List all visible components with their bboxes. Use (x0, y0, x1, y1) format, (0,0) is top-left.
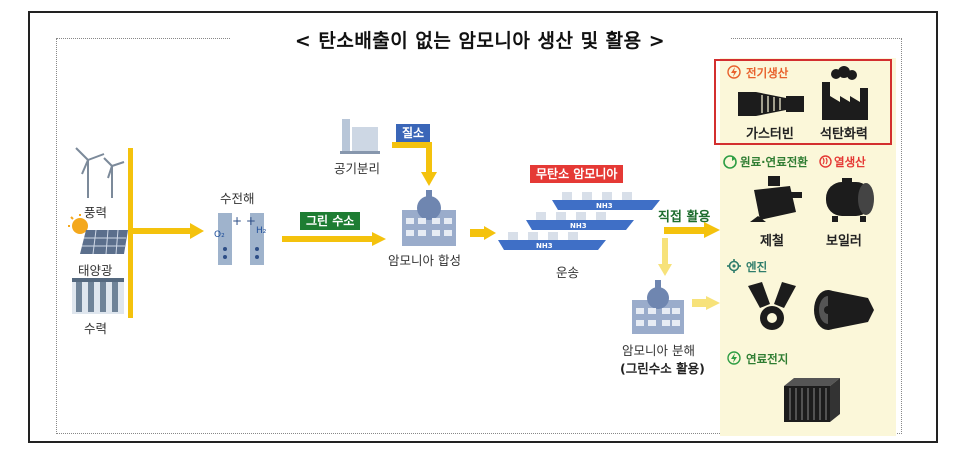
air-separation-icon (340, 119, 380, 154)
ammonia-ship-3: NH3 (498, 232, 606, 250)
fuel-conversion-header: 원료·연료전환 (740, 155, 808, 169)
steel-label: 제철 (760, 234, 784, 249)
ammonia-ship-fleet: NH3 NH3 NH3 (498, 192, 660, 250)
lightning-icon (727, 65, 741, 79)
decomposition-sublabel: (그린수소 활용) (620, 361, 705, 376)
source-bracket (128, 148, 204, 318)
synthesis-label: 암모니아 합성 (388, 253, 461, 268)
electrolysis-icon: O₂ H₂ + + (214, 213, 267, 265)
svg-text:+ +: + + (232, 214, 256, 228)
arrow-decomposition-to-uses (692, 296, 720, 310)
electrolysis-label: 수전해 (220, 191, 255, 206)
ammonia-ship-2: NH3 (526, 212, 634, 230)
solar-panel-icon (68, 214, 128, 255)
synthesis-plant-icon (402, 190, 456, 246)
direct-use-label: 직접 활용 (658, 210, 711, 225)
oxygen-mark: O₂ (214, 230, 225, 240)
heat-icon (819, 155, 832, 168)
hydro-dam-icon (72, 278, 124, 314)
decomposition-plant-icon (632, 280, 684, 334)
transport-label: 운송 (556, 265, 580, 280)
wind-turbine-icon (75, 147, 125, 198)
green-hydrogen-tag: 그린 수소 (300, 212, 361, 230)
decomposition-label: 암모니아 분해 (622, 343, 695, 358)
fuel-cell-header: 연료전지 (746, 352, 789, 366)
arrow-to-synthesis (282, 232, 386, 246)
arrow-direct-use (664, 222, 720, 238)
engine-piston-icon (748, 282, 796, 330)
coal-plant-label: 석탄화력 (820, 127, 868, 142)
boiler-icon (826, 178, 874, 222)
heat-production-header: 열생산 (834, 155, 866, 169)
ship-label-2: NH3 (570, 222, 587, 230)
ammonia-ship-1: NH3 (552, 192, 660, 210)
uses-panel (720, 58, 896, 436)
carbon-free-ammonia-tag: 무탄소 암모니아 (530, 165, 624, 183)
ship-label-3: NH3 (536, 242, 553, 250)
boiler-label: 보일러 (826, 234, 862, 249)
fuel-cell-lightning-icon (727, 351, 741, 365)
recycle-icon (723, 155, 737, 169)
gas-turbine-icon (738, 92, 804, 116)
coal-plant-icon (822, 66, 868, 120)
power-highlight-box (714, 59, 892, 145)
ship-label-1: NH3 (596, 202, 613, 210)
gas-turbine-label: 가스터빈 (746, 127, 794, 142)
wind-label: 풍력 (84, 205, 108, 220)
arrow-to-decomposition (658, 238, 672, 276)
arrow-nitrogen-down (392, 142, 437, 186)
engine-header: 엔진 (746, 260, 768, 274)
power-header: 전기생산 (746, 66, 789, 80)
steel-ladle-icon (750, 176, 802, 222)
outer-frame (28, 11, 938, 443)
hydro-label: 수력 (84, 321, 108, 336)
hydrogen-mark: H₂ (256, 226, 267, 236)
gear-icon (727, 259, 741, 273)
diagram-title: < 탄소배출이 없는 암모니아 생산 및 활용 > (230, 28, 730, 54)
jet-engine-icon (814, 290, 874, 330)
fuel-cell-stack-icon (784, 378, 840, 422)
solar-label: 태양광 (78, 263, 113, 278)
air-separation-label: 공기분리 (334, 161, 381, 176)
nitrogen-tag: 질소 (396, 124, 431, 142)
arrow-to-transport (470, 226, 496, 240)
